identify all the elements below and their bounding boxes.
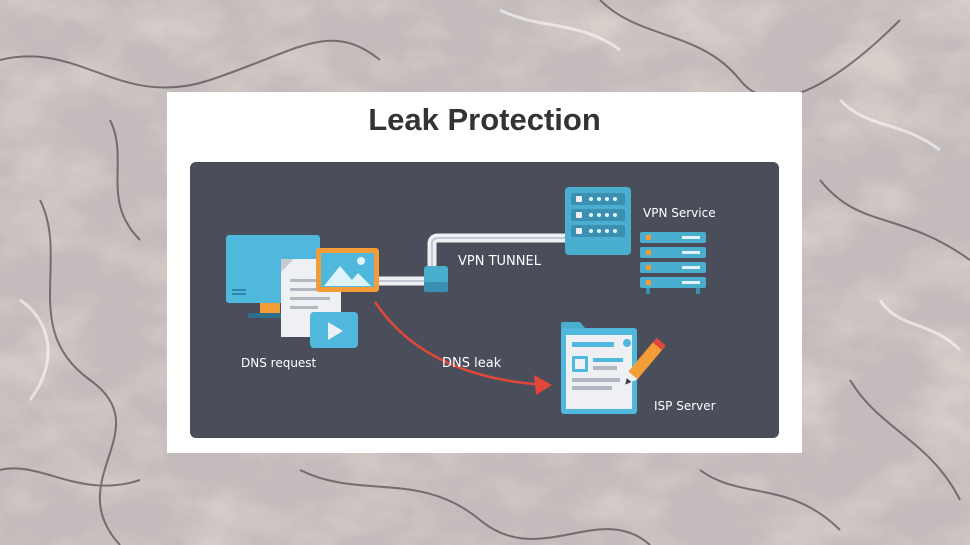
- dns-leak-label: DNS leak: [442, 356, 502, 371]
- leak-diagram: VPN TUNNEL VPN Service DNS request DNS l…: [190, 162, 779, 438]
- vpn-service-label: VPN Service: [643, 206, 716, 220]
- dns-request-label: DNS request: [241, 356, 317, 370]
- server-stack-icon: [640, 232, 706, 294]
- isp-document-icon: [561, 322, 637, 414]
- infographic-card: Leak Protection: [167, 92, 802, 453]
- dns-leak-arrow: [373, 301, 552, 395]
- leak-diagram-panel: VPN TUNNEL VPN Service DNS request DNS l…: [190, 162, 779, 438]
- server-rack-icon: [565, 187, 631, 255]
- video-icon: [310, 312, 358, 348]
- image-icon: [316, 248, 379, 292]
- isp-server-label: ISP Server: [654, 399, 716, 413]
- pencil-icon: [625, 337, 666, 385]
- vpn-tunnel-pipe: [376, 233, 582, 292]
- vpn-tunnel-label: VPN TUNNEL: [458, 254, 542, 269]
- page-title: Leak Protection: [368, 102, 601, 137]
